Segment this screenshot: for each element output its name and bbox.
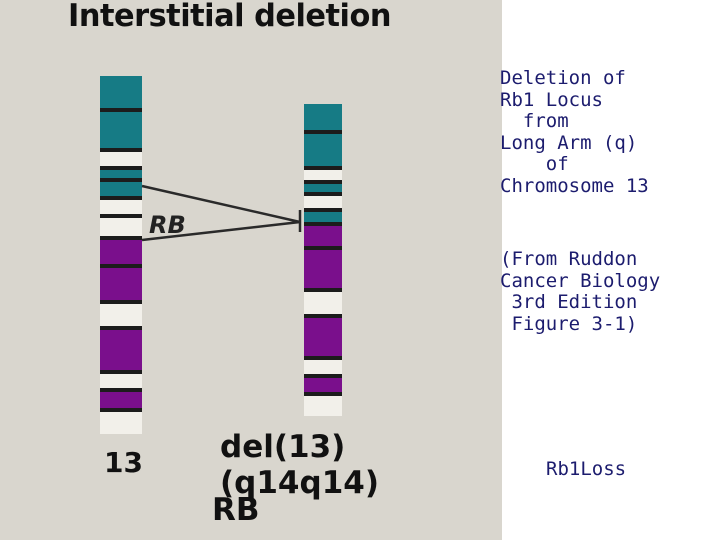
slide-footer-label: Rb1Loss [546, 458, 626, 480]
deleted-chromosome-band [304, 208, 342, 212]
deleted-chromosome-band [304, 356, 342, 360]
chromosome-13-band [100, 112, 142, 148]
deleted-chromosome-band [304, 396, 342, 416]
chromosome-13-band [100, 214, 142, 218]
deleted-chromosome-band [304, 196, 342, 208]
normal-chromosome-label: 13 [104, 446, 143, 479]
gene-label: RB [212, 492, 260, 528]
source-line: (From Ruddon [500, 248, 637, 270]
chromosome-13-band [100, 240, 142, 264]
caption-line: of [500, 153, 569, 175]
chromosome-13-band [100, 300, 142, 304]
deleted-chromosome-band [304, 180, 342, 184]
deleted-chromosome-band [304, 184, 342, 192]
deleted-chromosome-band [304, 212, 342, 222]
deleted-chromosome-band [304, 134, 342, 166]
source-line: Cancer Biology [500, 270, 660, 292]
chromosome-13-band [100, 374, 142, 388]
chromosome-13-band [100, 182, 142, 196]
caption-line: Chromosome 13 [500, 175, 649, 197]
deleted-chromosome-band [304, 222, 342, 226]
deleted-chromosome-band [304, 374, 342, 378]
deleted-chromosome-band [304, 378, 342, 392]
chromosome-13-band [100, 412, 142, 434]
caption-main: Deletion of Rb1 Locus from Long Arm (q) … [500, 68, 649, 197]
chromosome-13-band [100, 268, 142, 300]
chromosome-13-band [100, 326, 142, 330]
deleted-chromosome-band [304, 226, 342, 246]
deleted-chromosome-band [304, 288, 342, 292]
figure-panel: Interstitial deletion RB 13 del(13)(q14q… [0, 0, 502, 540]
deleted-chromosome-band [304, 314, 342, 318]
chromosome-13-band [100, 218, 142, 236]
chromosome-13-band [100, 148, 142, 152]
chromosome-13-band [100, 166, 142, 170]
chromosome-13-band [100, 370, 142, 374]
caption-line: Rb1 Locus [500, 89, 603, 111]
chromosome-13-band [100, 152, 142, 166]
caption-line: Deletion of [500, 67, 626, 89]
chromosome-13-band [100, 304, 142, 326]
deleted-chromosome-band [304, 170, 342, 180]
chromosome-13-band [100, 108, 142, 112]
source-line: 3rd Edition [500, 291, 637, 313]
chromosome-13-band [100, 408, 142, 412]
deleted-chromosome-band [304, 246, 342, 250]
deleted-chromosome-band [304, 130, 342, 134]
deleted-chromosome-band [304, 250, 342, 288]
figure-title: Interstitial deletion [68, 0, 391, 34]
chromosome-13-band [100, 330, 142, 370]
deleted-chromosome-band [304, 104, 342, 130]
chromosome-13-band [100, 264, 142, 268]
caption-source: (From Ruddon Cancer Biology 3rd Edition … [500, 249, 660, 335]
chromosome-13-band [100, 178, 142, 182]
deleted-chromosome-band [304, 292, 342, 314]
rb-locus-label: RB [149, 211, 186, 239]
chromosome-13-band [100, 236, 142, 240]
source-line: Figure 3-1) [500, 313, 637, 335]
deleted-chromosome-band [304, 360, 342, 374]
chromosome-13-band [100, 392, 142, 408]
chromosome-13-band [100, 200, 142, 214]
deleted-chromosome-band [304, 166, 342, 170]
chromosome-13-band [100, 196, 142, 200]
deleted-chromosome-band [304, 318, 342, 356]
chromosome-13-band [100, 388, 142, 392]
chromosome-13-band [100, 170, 142, 178]
deleted-chromosome-label: del(13)(q14q14) [220, 429, 502, 501]
chromosome-13-band [100, 76, 142, 108]
deleted-chromosome-band [304, 192, 342, 196]
caption-line: from [500, 110, 569, 132]
caption-line: Long Arm (q) [500, 132, 637, 154]
deleted-chromosome-band [304, 392, 342, 396]
